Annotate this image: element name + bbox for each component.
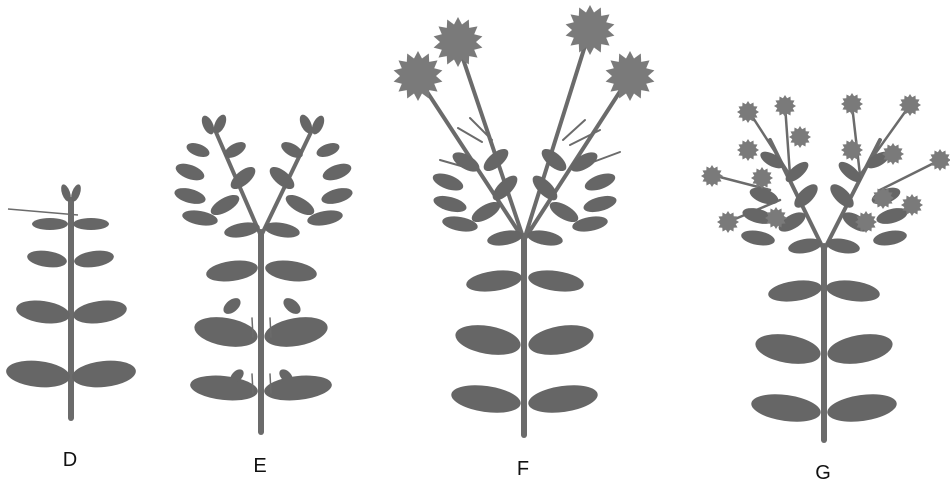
- plant-f: F: [394, 5, 655, 480]
- flower-head: [394, 51, 443, 101]
- flower-head: [841, 139, 863, 161]
- flower-head: [929, 149, 950, 171]
- plant-d: D: [5, 183, 137, 471]
- label-d: D: [63, 449, 77, 471]
- plant-g: G: [701, 93, 950, 482]
- label-e: E: [253, 455, 266, 477]
- flower-head: [566, 5, 615, 55]
- flower-head: [789, 126, 811, 148]
- flower-head: [737, 139, 759, 161]
- flower-head: [434, 17, 483, 67]
- flower-head: [701, 165, 723, 187]
- flower-head: [606, 51, 655, 101]
- flower-head: [774, 95, 796, 117]
- plant-e: E: [173, 113, 355, 477]
- flower-head: [717, 211, 739, 233]
- label-f: F: [517, 458, 529, 480]
- flower-head: [841, 93, 863, 115]
- pointer-line: [8, 209, 78, 215]
- label-g: G: [815, 462, 831, 482]
- flower-head: [899, 94, 921, 116]
